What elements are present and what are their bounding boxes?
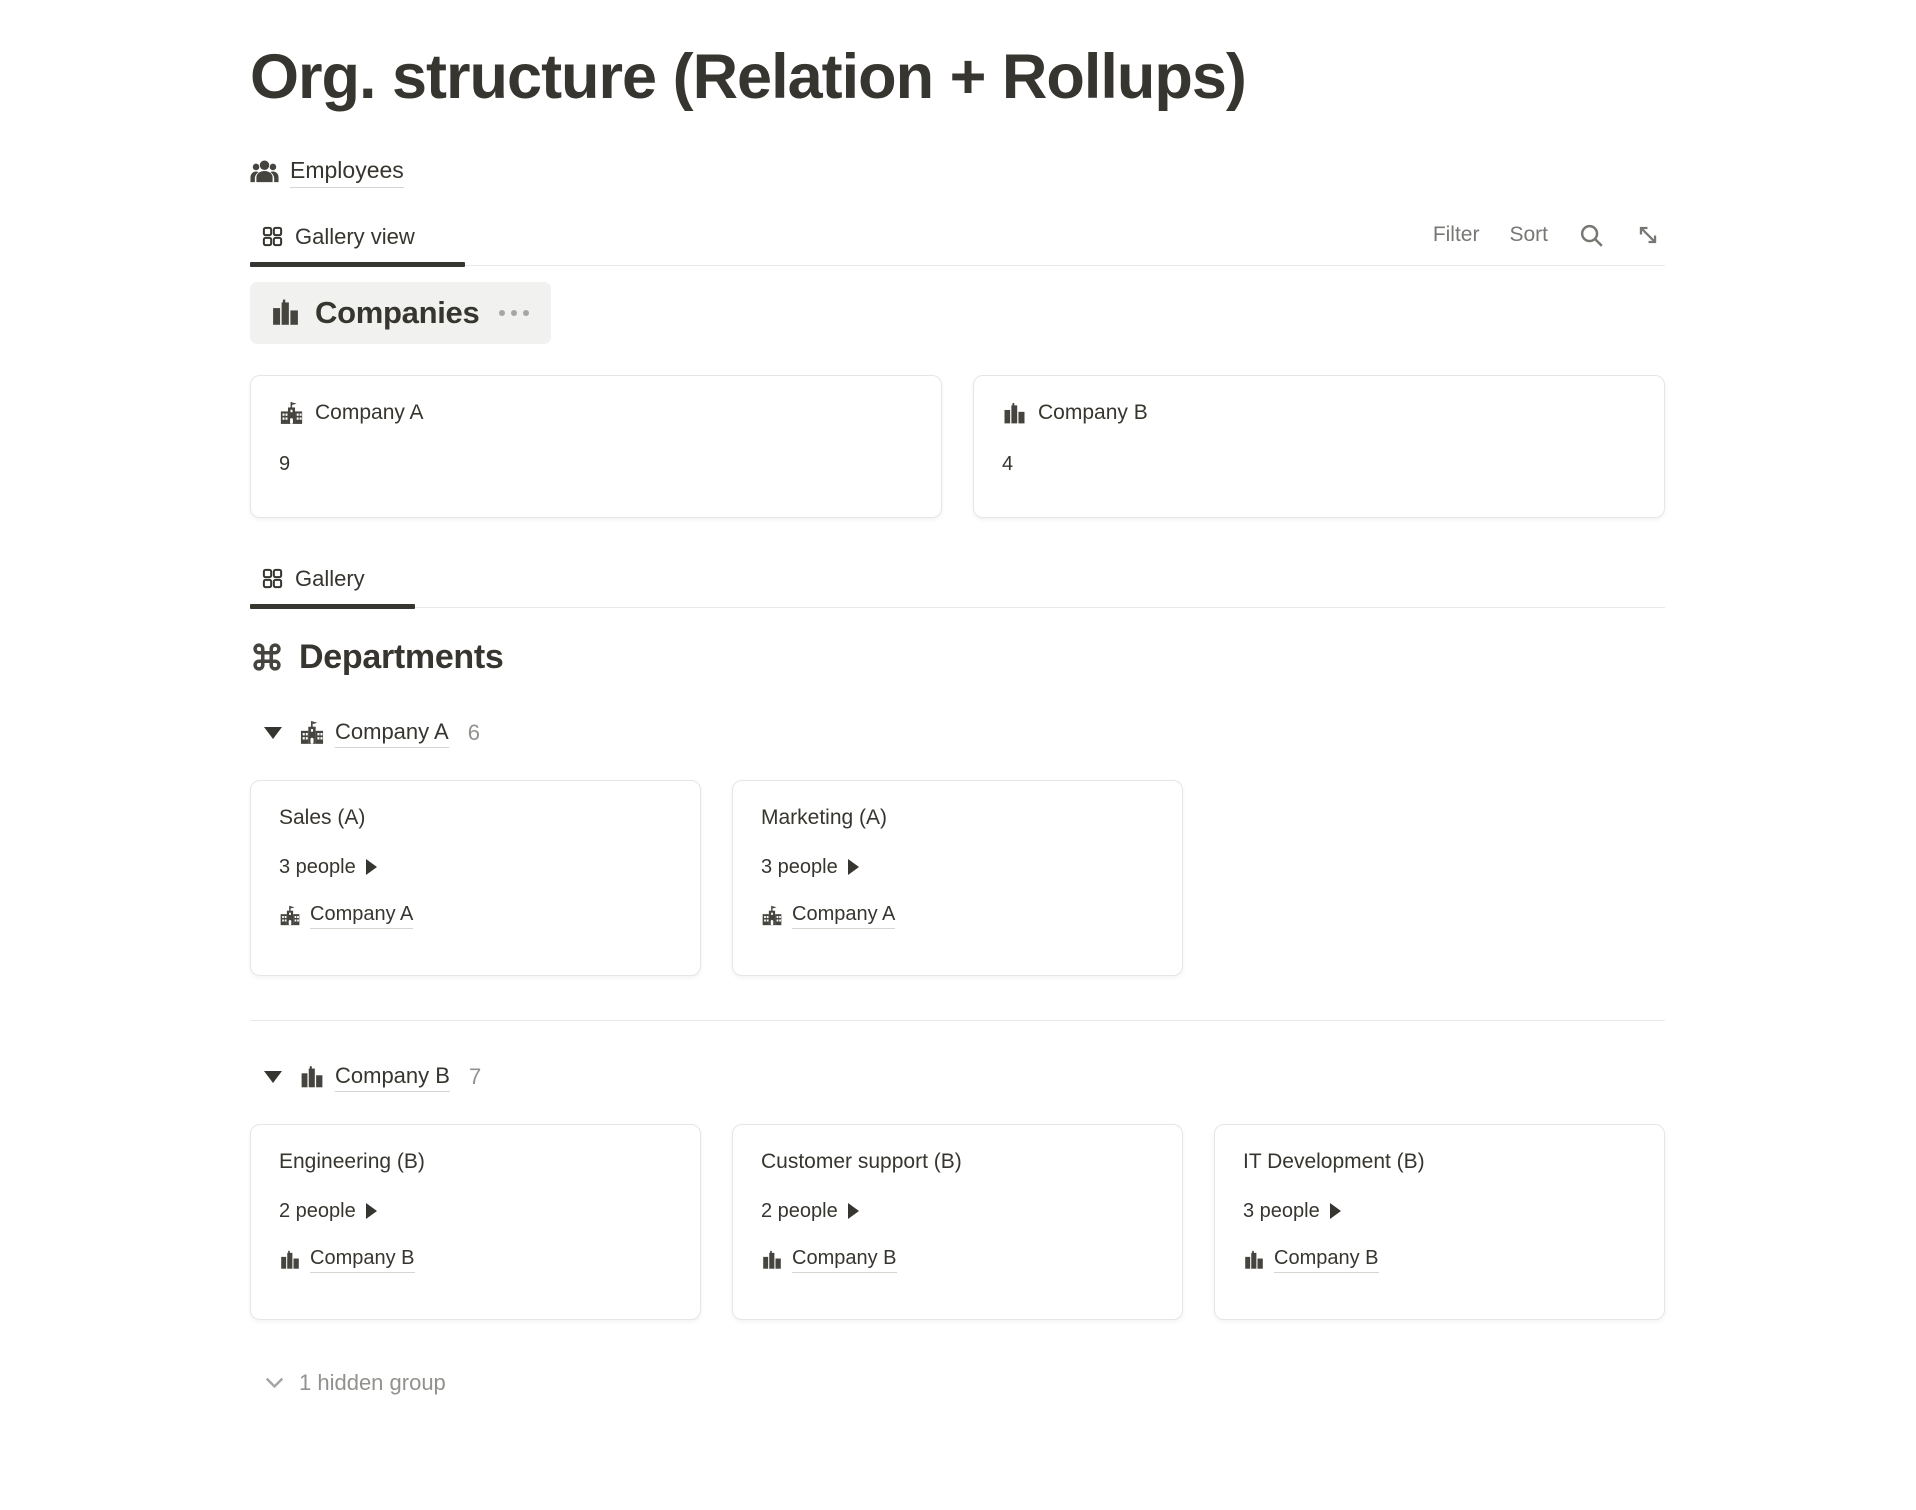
view-toolbar: Gallery bbox=[250, 554, 1665, 609]
tab-label: Gallery bbox=[295, 565, 365, 591]
group-header-company-b: Company B 7 bbox=[250, 1063, 1665, 1092]
collapse-triangle-icon[interactable] bbox=[264, 727, 282, 740]
school-icon bbox=[279, 905, 301, 927]
departments-database-header[interactable]: Departments bbox=[250, 638, 504, 677]
department-card[interactable]: Marketing (A) 3 people Company A bbox=[732, 779, 1183, 976]
departments-gallery-company-b: Engineering (B) 2 people Company B Custo… bbox=[250, 1123, 1665, 1320]
group-label: Company B bbox=[335, 1063, 450, 1092]
company-card[interactable]: Company B 4 bbox=[973, 374, 1665, 518]
related-company-label: Company A bbox=[792, 903, 896, 929]
group-company-link[interactable]: Company B bbox=[299, 1063, 450, 1092]
departments-gallery-company-a: Sales (A) 3 people Company A Marketing (… bbox=[250, 779, 1665, 976]
source-database-link[interactable]: Employees bbox=[250, 157, 404, 188]
buildings-icon bbox=[270, 297, 301, 328]
people-count: 2 people bbox=[761, 1199, 838, 1222]
related-company-link[interactable]: Company A bbox=[761, 903, 896, 929]
related-company-link[interactable]: Company A bbox=[279, 903, 414, 929]
people-count: 3 people bbox=[279, 855, 356, 878]
people-count: 3 people bbox=[761, 855, 838, 878]
expand-rollup-icon[interactable] bbox=[365, 859, 377, 876]
expand-rollup-icon[interactable] bbox=[847, 1203, 859, 1220]
group-count: 6 bbox=[467, 720, 480, 746]
department-card[interactable]: Sales (A) 3 people Company A bbox=[250, 779, 701, 976]
people-icon bbox=[250, 158, 279, 187]
cityscape-icon bbox=[761, 1249, 783, 1271]
people-count: 3 people bbox=[1243, 1199, 1320, 1222]
filter-button[interactable]: Filter bbox=[1432, 223, 1480, 247]
related-company-link[interactable]: Company B bbox=[761, 1247, 897, 1273]
chevron-down-icon bbox=[262, 1370, 287, 1395]
view-toolbar: Gallery view Filter Sort bbox=[250, 212, 1665, 267]
ellipsis-menu-icon[interactable] bbox=[497, 306, 531, 320]
gallery-grid-icon bbox=[261, 225, 284, 248]
companies-database-header[interactable]: Companies bbox=[250, 281, 552, 344]
department-title: Marketing (A) bbox=[761, 805, 888, 829]
hidden-group-toggle[interactable]: 1 hidden group bbox=[250, 1370, 1665, 1396]
department-card[interactable]: IT Development (B) 3 people Company B bbox=[1214, 1123, 1665, 1320]
group-divider bbox=[250, 1019, 1665, 1021]
expand-rollup-icon[interactable] bbox=[1329, 1203, 1341, 1220]
expand-rollup-icon[interactable] bbox=[847, 859, 859, 876]
related-company-label: Company A bbox=[310, 903, 414, 929]
school-icon bbox=[279, 401, 304, 426]
command-icon bbox=[250, 640, 284, 674]
company-card-title: Company A bbox=[315, 401, 424, 425]
expand-rollup-icon[interactable] bbox=[365, 1203, 377, 1220]
cityscape-icon bbox=[299, 1064, 325, 1090]
department-title: Sales (A) bbox=[279, 805, 366, 829]
tab-gallery-view[interactable]: Gallery view bbox=[250, 212, 465, 267]
school-icon bbox=[761, 905, 783, 927]
related-company-label: Company B bbox=[792, 1247, 897, 1273]
companies-title: Companies bbox=[315, 294, 480, 330]
hidden-group-label: 1 hidden group bbox=[299, 1369, 446, 1395]
tab-gallery[interactable]: Gallery bbox=[250, 554, 415, 609]
group-count: 7 bbox=[468, 1064, 482, 1090]
people-count: 2 people bbox=[279, 1199, 356, 1222]
group-company-link[interactable]: Company A bbox=[299, 719, 449, 748]
related-company-link[interactable]: Company B bbox=[1243, 1247, 1379, 1273]
company-card-title: Company B bbox=[1038, 401, 1148, 425]
company-employee-count: 9 bbox=[279, 452, 291, 475]
cityscape-icon bbox=[279, 1249, 301, 1271]
company-employee-count: 4 bbox=[1002, 452, 1014, 475]
cityscape-icon bbox=[1002, 401, 1027, 426]
department-card[interactable]: Engineering (B) 2 people Company B bbox=[250, 1123, 701, 1320]
tab-label: Gallery view bbox=[295, 223, 415, 249]
department-title: IT Development (B) bbox=[1243, 1149, 1425, 1173]
sort-button[interactable]: Sort bbox=[1509, 223, 1548, 247]
related-company-link[interactable]: Company B bbox=[279, 1247, 415, 1273]
departments-title: Departments bbox=[299, 637, 504, 676]
related-company-label: Company B bbox=[310, 1247, 415, 1273]
group-label: Company A bbox=[335, 719, 449, 748]
company-card[interactable]: Company A 9 bbox=[250, 374, 942, 518]
companies-gallery: Company A 9 Company B 4 bbox=[250, 374, 1665, 518]
group-header-company-a: Company A 6 bbox=[250, 719, 1665, 748]
cityscape-icon bbox=[1243, 1249, 1265, 1271]
school-icon bbox=[299, 720, 325, 746]
search-icon[interactable] bbox=[1578, 222, 1605, 249]
related-company-label: Company B bbox=[1274, 1247, 1379, 1273]
department-title: Engineering (B) bbox=[279, 1149, 425, 1173]
page-content: Org. structure (Relation + Rollups) Empl… bbox=[250, 38, 1665, 1396]
page-title[interactable]: Org. structure (Relation + Rollups) bbox=[250, 42, 1247, 112]
source-label: Employees bbox=[290, 157, 404, 188]
view-options: Filter Sort bbox=[1433, 222, 1665, 265]
collapse-triangle-icon[interactable] bbox=[264, 1071, 282, 1084]
gallery-grid-icon bbox=[261, 567, 284, 590]
department-title: Customer support (B) bbox=[761, 1149, 962, 1173]
expand-icon[interactable] bbox=[1635, 222, 1661, 248]
department-card[interactable]: Customer support (B) 2 people Company B bbox=[732, 1123, 1183, 1320]
